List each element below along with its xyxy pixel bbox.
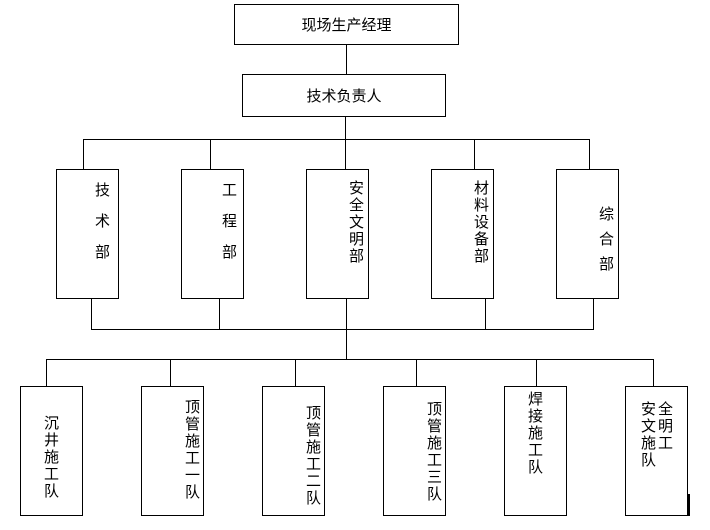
dept-safety-char: 安 [349, 179, 365, 197]
team-weld-char: 工 [528, 441, 544, 459]
team-safety-char: 文 [641, 417, 657, 435]
drop-dept-tech [83, 139, 84, 169]
drop-team-pipe1 [170, 359, 171, 386]
node-label: 现场生产经理 [301, 16, 392, 34]
team-pipe-jacking-2: 顶 管 施 工 二 队 [262, 386, 325, 516]
team-pipe1-char: 一 [185, 466, 201, 484]
drop-team-weld [536, 359, 537, 386]
dept-materials-char: 备 [474, 230, 490, 248]
team-pipe1-char: 施 [185, 432, 201, 450]
team-safety-civilization: 安 文 施 队 全 明 工 [625, 386, 688, 516]
rise-dept-mat [485, 299, 486, 329]
team-pipe3-char: 队 [427, 485, 443, 503]
dept-materials-char: 材 [474, 179, 490, 197]
dept-comprehensive-char: 综 [599, 205, 615, 223]
team-weld-char: 接 [528, 407, 544, 425]
dept-materials: 材 料 设 备 部 [431, 169, 494, 299]
dept-tech-char: 部 [95, 243, 111, 261]
department-bus-line [83, 139, 590, 140]
dept-tech-char: 技 [95, 181, 111, 199]
team-safety-char: 施 [641, 434, 657, 452]
team-caisson-char: 队 [44, 482, 60, 500]
team-weld-char: 队 [528, 458, 544, 476]
dept-eng-char: 工 [222, 181, 238, 199]
dept-comprehensive-char: 合 [599, 230, 615, 248]
dept-tech-char: 术 [95, 212, 111, 230]
dept-materials-char: 部 [474, 247, 490, 265]
dept-materials-char: 设 [474, 213, 490, 231]
team-caisson-char: 沉 [44, 414, 60, 432]
team-pipe2-char: 工 [306, 455, 322, 473]
team-pipe3-char: 工 [427, 451, 443, 469]
drop-dept-eng [210, 139, 211, 169]
team-weld-char: 施 [528, 424, 544, 442]
rise-dept-safety [346, 299, 347, 329]
dept-safety-char: 明 [349, 230, 365, 248]
team-pipe2-char: 二 [306, 472, 322, 490]
rise-dept-tech [91, 299, 92, 329]
dept-safety-char: 全 [349, 196, 365, 214]
team-pipe3-char: 顶 [427, 400, 443, 418]
team-pipe-jacking-3: 顶 管 施 工 三 队 [383, 386, 446, 516]
rise-dept-comp [593, 299, 594, 329]
team-pipe3-char: 管 [427, 417, 443, 435]
team-safety-char: 明 [658, 417, 674, 435]
team-safety-char: 工 [658, 434, 674, 452]
team-caisson-char: 井 [44, 431, 60, 449]
team-caisson-char: 工 [44, 465, 60, 483]
drop-dept-safety [345, 139, 346, 169]
dept-safety-char: 部 [349, 247, 365, 265]
team-pipe2-char: 施 [306, 438, 322, 456]
drop-dept-comp [589, 139, 590, 169]
team-caisson: 沉 井 施 工 队 [20, 386, 83, 516]
connector-second-to-departments [345, 117, 346, 139]
dept-tech: 技 术 部 [56, 169, 119, 299]
drop-team-pipe2 [295, 359, 296, 386]
team-safety-char: 队 [641, 451, 657, 469]
drop-team-caisson [46, 359, 47, 386]
department-collector-line [91, 329, 594, 330]
connector-collector-to-teams [346, 329, 347, 359]
dept-eng-char: 程 [222, 212, 238, 230]
node-label: 技术负责人 [306, 87, 382, 105]
drop-dept-mat [474, 139, 475, 169]
team-bus-line [46, 359, 654, 360]
dept-safety: 安 全 文 明 部 [306, 169, 369, 299]
team-pipe1-char: 工 [185, 449, 201, 467]
team-pipe1-char: 队 [185, 483, 201, 501]
team-pipe1-char: 管 [185, 415, 201, 433]
node-technical-lead: 技术负责人 [242, 74, 446, 117]
team-pipe2-char: 队 [306, 489, 322, 507]
team-welding: 焊 接 施 工 队 [504, 386, 567, 516]
dept-eng-char: 部 [222, 243, 238, 261]
drop-team-pipe3 [416, 359, 417, 386]
rise-dept-eng [219, 299, 220, 329]
dept-comprehensive-char: 部 [599, 255, 615, 273]
team-caisson-char: 施 [44, 448, 60, 466]
team-pipe2-char: 顶 [306, 404, 322, 422]
connector-top-to-second [346, 45, 347, 74]
drop-team-safety [653, 359, 654, 386]
team-pipe3-char: 三 [427, 468, 443, 486]
team-pipe-jacking-1: 顶 管 施 工 一 队 [141, 386, 204, 516]
team-pipe3-char: 施 [427, 434, 443, 452]
dept-comprehensive: 综 合 部 [556, 169, 619, 299]
team-pipe1-char: 顶 [185, 398, 201, 416]
team-pipe2-char: 管 [306, 421, 322, 439]
dept-eng: 工 程 部 [181, 169, 244, 299]
team-weld-char: 焊 [528, 390, 544, 408]
dept-materials-char: 料 [474, 196, 490, 214]
dept-safety-char: 文 [349, 213, 365, 231]
team-safety-char: 安 [641, 400, 657, 418]
node-site-production-manager: 现场生产经理 [234, 4, 459, 45]
team-safety-char: 全 [658, 400, 674, 418]
text-cursor-mark [688, 494, 690, 516]
